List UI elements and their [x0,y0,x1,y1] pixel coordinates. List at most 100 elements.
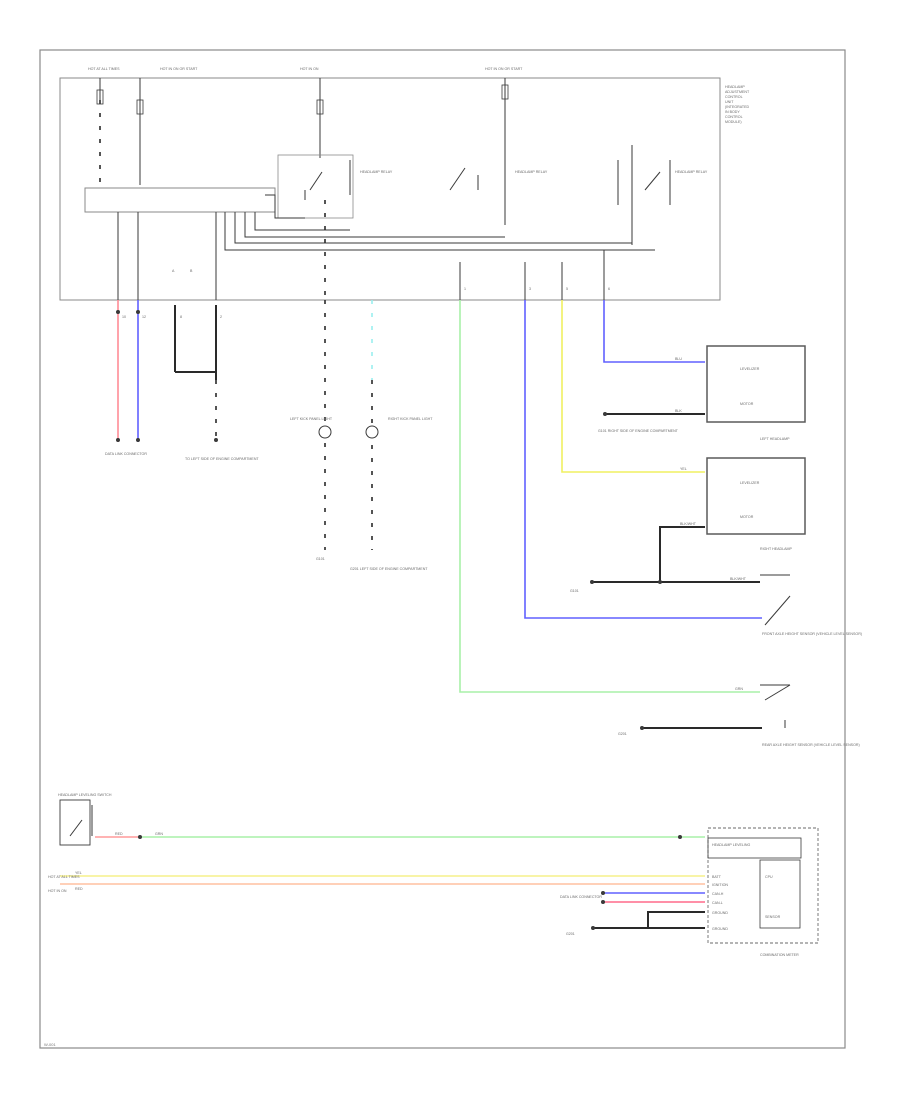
svg-text:BLK: BLK [675,409,682,413]
right-headlamp: LEVELIZER MOTOR RIGHT HEADLAMP [706,457,806,551]
left-headlamp: LEVELIZER MOTOR LEFT HEADLAMP [706,345,806,441]
front-axle-sensor-ground: G101 BLK/WHT [570,574,790,593]
wire-blue-left-headlamp: BLU [603,300,705,363]
svg-text:CAN-L: CAN-L [712,901,723,905]
svg-text:IN BODY: IN BODY [725,110,740,114]
svg-text:BLK/WHT: BLK/WHT [680,522,697,526]
relay-2: HEADLAMP RELAY [449,167,548,191]
svg-text:YEL: YEL [75,871,82,875]
svg-text:8: 8 [180,315,182,319]
wire-switch-to-meter: RED GRN [95,832,705,839]
svg-text:G201 LEFT SIDE OF ENGINE COMPA: G201 LEFT SIDE OF ENGINE COMPARTMENT [350,567,428,571]
svg-text:HOT AT ALL TIMES: HOT AT ALL TIMES [88,67,120,71]
svg-text:CPU: CPU [765,875,773,879]
corner-label: W-001 [44,1042,56,1047]
svg-text:RED: RED [115,832,123,836]
svg-text:6: 6 [608,287,610,291]
svg-text:UNIT: UNIT [725,100,734,104]
diagram-frame [39,49,846,1049]
svg-text:HEADLAMP LEVELING SWITCH: HEADLAMP LEVELING SWITCH [58,793,112,797]
svg-text:HOT AT ALL TIMES: HOT AT ALL TIMES [48,875,80,879]
relay-3: HEADLAMP RELAY [617,145,708,245]
svg-text:HEADLAMP RELAY: HEADLAMP RELAY [360,170,393,174]
wire-pink [116,300,120,442]
svg-text:CONTROL: CONTROL [725,115,743,119]
svg-text:G101: G101 [570,589,579,593]
svg-text:SENSOR: SENSOR [765,915,781,919]
wire-ground-loop [174,305,218,442]
svg-text:LEFT HEADLAMP: LEFT HEADLAMP [760,437,790,441]
svg-text:DATA LINK CONNECTOR: DATA LINK CONNECTOR [560,895,602,899]
svg-text:3: 3 [529,287,531,291]
wire-red-ignition: RED HOT IN ON [48,883,705,893]
svg-text:HEADLAMP RELAY: HEADLAMP RELAY [675,170,708,174]
headlamp-leveling-switch: HEADLAMP LEVELING SWITCH [58,793,112,846]
front-axle-height-sensor: FRONT AXLE HEIGHT SENSOR (VEHICLE LEVEL … [762,595,862,636]
svg-text:2: 2 [220,315,222,319]
svg-text:5: 5 [566,287,568,291]
svg-text:G101 RIGHT SIDE OF ENGINE COMP: G101 RIGHT SIDE OF ENGINE COMPARTMENT [598,429,679,433]
svg-text:CAN-H: CAN-H [712,892,724,896]
svg-text:COMBINATION METER: COMBINATION METER [760,953,799,957]
svg-text:HOT IN ON OR START: HOT IN ON OR START [485,67,523,71]
combination-meter: HEADLAMP LEVELING BATT IGNITION CAN-H CA… [707,827,819,957]
svg-text:GROUND: GROUND [712,911,728,915]
svg-text:(INTEGRATED: (INTEGRATED [725,105,749,109]
svg-text:HEADLAMP: HEADLAMP [725,85,745,89]
wire-black-right-headlamp-ground: BLK/WHT [659,522,705,582]
svg-text:MOTOR: MOTOR [740,515,754,519]
wire-blue [136,300,140,442]
svg-text:GRN: GRN [155,832,163,836]
fuse-labels: HOT AT ALL TIMES HOT IN ON OR START HOT … [88,67,523,71]
svg-text:A: A [172,269,175,273]
pin-labels: 10 12 8 2 1 3 5 6 [122,287,610,319]
headlamp-control-module-box [59,77,721,301]
module-label: HEADLAMP ADJUSTMENT CONTROL UNIT (INTEGR… [725,85,750,124]
wire-yellow-right-headlamp: YEL [561,300,705,473]
ground-left-label: TO LEFT SIDE OF ENGINE COMPARTMENT [185,457,259,461]
svg-text:10: 10 [122,315,126,319]
svg-text:HOT IN ON: HOT IN ON [48,889,67,893]
svg-text:G201: G201 [618,732,627,736]
right-kick-panel-light: RIGHT KICK PANEL LIGHT G201 LEFT SIDE OF… [350,300,433,571]
left-kick-panel-light: LEFT KICK PANEL LIGHT G101 [290,300,333,561]
svg-text:BLU: BLU [675,357,682,361]
svg-text:HOT IN ON OR START: HOT IN ON OR START [160,67,198,71]
svg-text:BATT: BATT [712,875,722,879]
internal-bus [224,194,655,251]
svg-text:LEVELIZER: LEVELIZER [740,367,760,371]
data-link-label: DATA LINK CONNECTOR [105,452,147,456]
svg-text:ADJUSTMENT: ADJUSTMENT [725,90,750,94]
svg-text:REAR AXLE HEIGHT SENSOR (VEHIC: REAR AXLE HEIGHT SENSOR (VEHICLE LEVEL S… [762,743,860,747]
svg-text:HEADLAMP LEVELING: HEADLAMP LEVELING [712,843,750,847]
fuse-feeds [96,78,509,225]
svg-text:HEADLAMP RELAY: HEADLAMP RELAY [515,170,548,174]
svg-text:GRN: GRN [735,687,743,691]
svg-text:LEVELIZER: LEVELIZER [740,481,760,485]
svg-text:G201: G201 [566,932,575,936]
svg-text:LEFT KICK PANEL LIGHT: LEFT KICK PANEL LIGHT [290,417,333,421]
svg-text:G101: G101 [316,557,325,561]
svg-text:FRONT AXLE HEIGHT SENSOR (VEHI: FRONT AXLE HEIGHT SENSOR (VEHICLE LEVEL … [762,632,862,636]
control-bar [84,187,276,213]
svg-text:B: B [190,269,193,273]
module-pins: A B [117,200,605,300]
svg-text:IGNITION: IGNITION [712,883,728,887]
svg-text:RED: RED [75,887,83,891]
wire-yellow-batt: YEL HOT AT ALL TIMES [48,871,705,879]
wire-black-left-headlamp-ground: BLK G101 RIGHT SIDE OF ENGINE COMPARTMEN… [598,409,705,433]
svg-text:RIGHT HEADLAMP: RIGHT HEADLAMP [760,547,792,551]
svg-text:HOT IN ON: HOT IN ON [300,67,319,71]
wire-green-rear-sensor: GRN [459,300,760,693]
wire-blue-front-sensor [524,300,762,619]
can-wires: DATA LINK CONNECTOR [560,891,705,904]
rear-axle-height-sensor: G201 REAR AXLE HEIGHT SENSOR (VEHICLE LE… [618,684,860,747]
svg-text:1: 1 [464,287,466,291]
meter-ground-wires: G201 [566,911,705,936]
svg-text:BLK/WHT: BLK/WHT [730,577,747,581]
svg-text:MODULE): MODULE) [725,120,742,124]
svg-text:CONTROL: CONTROL [725,95,743,99]
svg-text:RIGHT KICK PANEL LIGHT: RIGHT KICK PANEL LIGHT [388,417,433,421]
svg-text:12: 12 [142,315,146,319]
